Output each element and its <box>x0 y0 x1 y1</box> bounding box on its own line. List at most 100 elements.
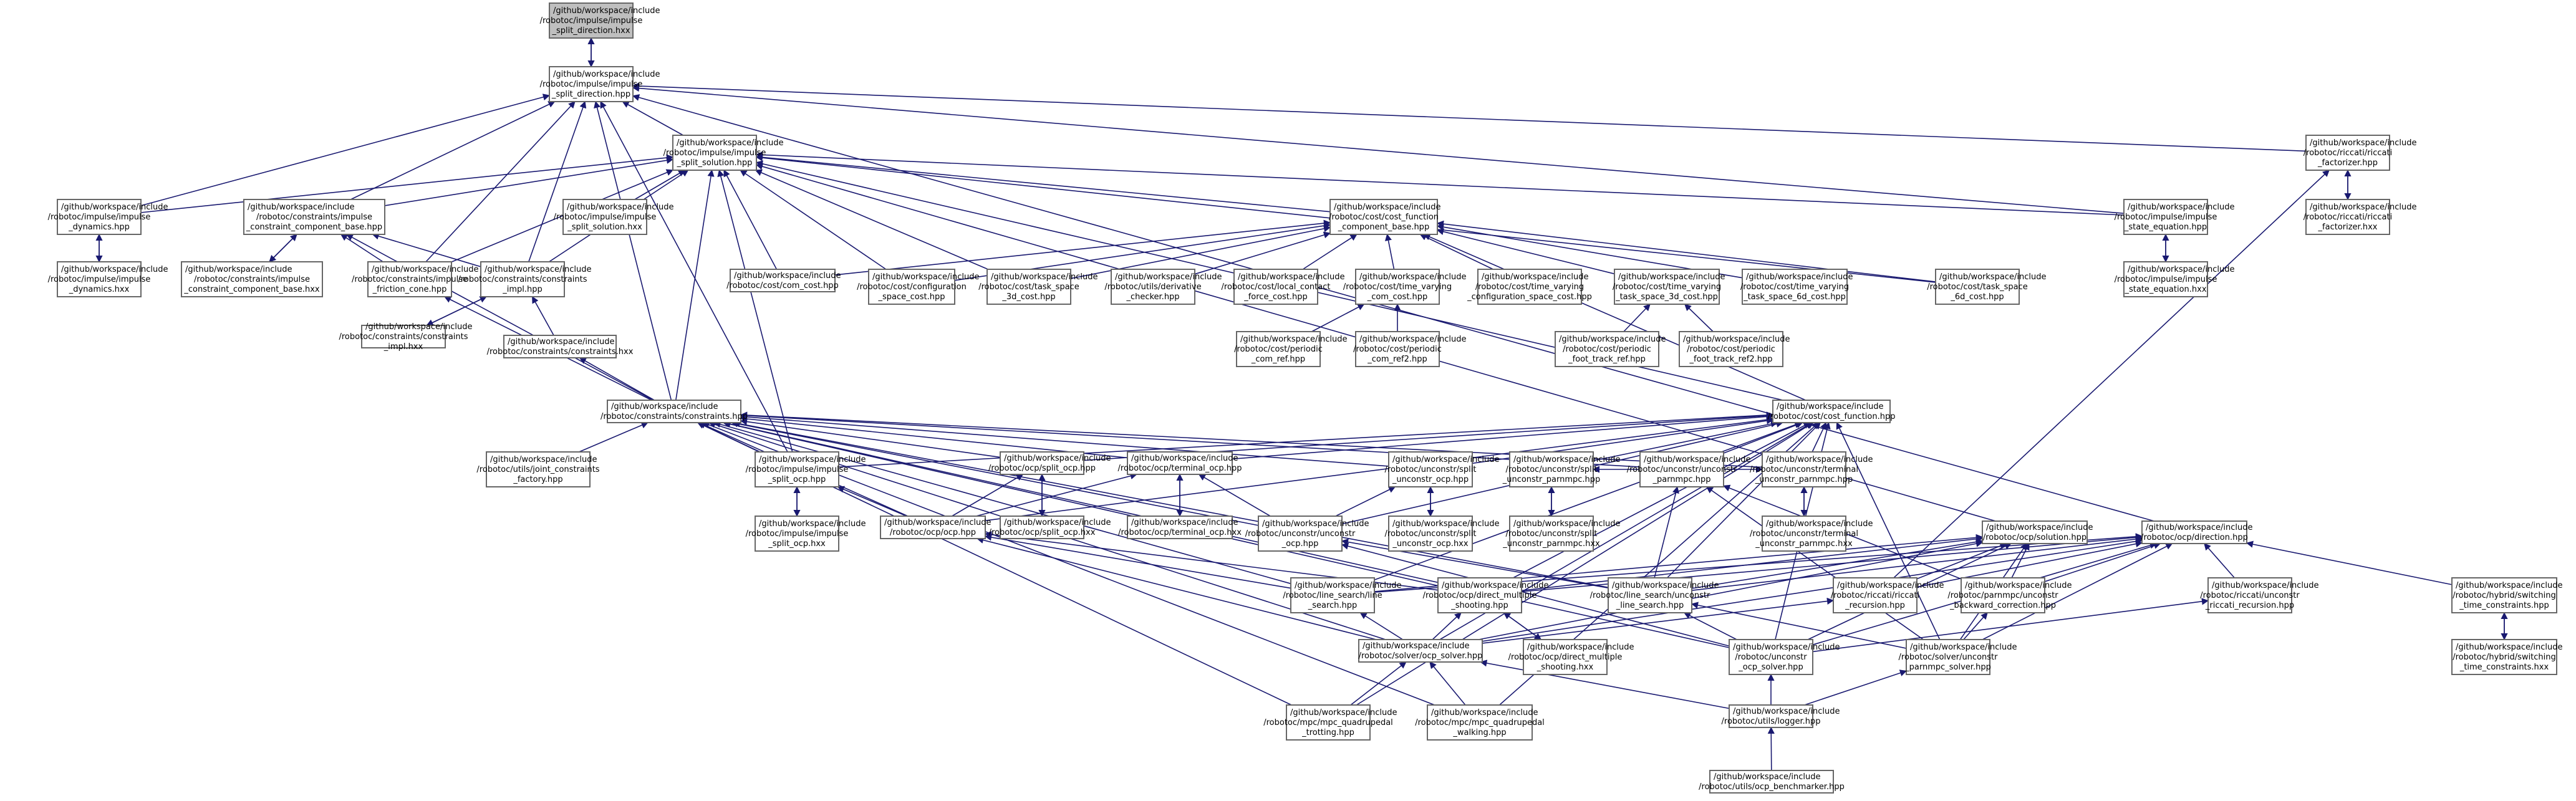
file-node-pftr2[interactable]: /github/workspace/include/robotoc/cost/p… <box>1679 331 1790 367</box>
file-node-com[interactable]: /github/workspace/include/robotoc/cost/c… <box>726 269 841 292</box>
node-box <box>2305 135 2390 171</box>
file-node-idyn[interactable]: /github/workspace/include/robotoc/impuls… <box>48 199 168 235</box>
file-node-socp[interactable]: /github/workspace/include/robotoc/ocp/sp… <box>988 451 1111 475</box>
file-node-ocp[interactable]: /github/workspace/include/robotoc/ocp/oc… <box>880 516 991 539</box>
node-label-line: /robotoc/unconstr/terminal <box>1750 465 1858 474</box>
file-node-urr[interactable]: /github/workspace/include/robotoc/riccat… <box>2200 577 2319 613</box>
edge-rf-to-isd <box>632 82 2307 152</box>
node-box <box>1935 269 2020 305</box>
file-node-tocp[interactable]: /github/workspace/include/robotoc/ocp/te… <box>1118 451 1242 475</box>
file-node-rfx[interactable]: /github/workspace/include/robotoc/riccat… <box>2303 199 2417 235</box>
node-box <box>1329 199 1438 235</box>
file-node-uocps[interactable]: /github/workspace/include/robotoc/uncons… <box>1729 639 1840 675</box>
file-node-isei[interactable]: /github/workspace/include/robotoc/impuls… <box>2115 199 2235 235</box>
file-node-chpp[interactable]: /github/workspace/include/robotoc/constr… <box>601 400 748 423</box>
file-node-isd[interactable]: /github/workspace/include/robotoc/impuls… <box>540 66 660 102</box>
edge-isei-to-iss <box>755 151 2125 216</box>
file-node-usocp[interactable]: /github/workspace/include/robotoc/uncons… <box>1385 451 1500 487</box>
node-label-line: /robotoc/constraints/constraints.hpp <box>601 412 748 421</box>
file-node-uspmx[interactable]: /github/workspace/include/robotoc/uncons… <box>1502 516 1621 552</box>
file-node-sol[interactable]: /github/workspace/include/robotoc/ocp/so… <box>1982 520 2093 544</box>
file-node-upms[interactable]: /github/workspace/include/robotoc/solver… <box>1899 639 2017 675</box>
file-node-deriv[interactable]: /github/workspace/include/robotoc/utils/… <box>1104 269 1222 305</box>
node-label-line: /robotoc/utils/ocp_benchmarker.hpp <box>1699 782 1845 792</box>
file-node-iss[interactable]: /github/workspace/include/robotoc/impuls… <box>663 135 784 171</box>
file-node-cfb[interactable]: /github/workspace/include/robotoc/cost/c… <box>1329 199 1441 235</box>
file-node-cimplx[interactable]: /github/workspace/include/robotoc/constr… <box>339 322 472 352</box>
edge-ulsh-to-cost <box>1667 422 1821 578</box>
file-node-tvts6[interactable]: /github/workspace/include/robotoc/cost/t… <box>1740 269 1853 305</box>
file-node-lcf[interactable]: /github/workspace/include/robotoc/cost/l… <box>1222 269 1345 305</box>
file-node-tocpx[interactable]: /github/workspace/include/robotoc/ocp/te… <box>1118 516 1242 539</box>
file-node-isocp[interactable]: /github/workspace/include/robotoc/impuls… <box>746 451 866 487</box>
file-node-idynx[interactable]: /github/workspace/include/robotoc/impuls… <box>48 261 168 297</box>
node-label-line: /robotoc/cost/periodic <box>1234 345 1323 354</box>
file-node-hst[interactable]: /github/workspace/include/robotoc/hybrid… <box>2451 577 2563 613</box>
file-node-socpx[interactable]: /github/workspace/include/robotoc/ocp/sp… <box>989 516 1111 539</box>
file-node-ts3[interactable]: /github/workspace/include/robotoc/cost/t… <box>978 269 1098 305</box>
edge-upms-to-ulsh <box>1691 602 1907 649</box>
node-label-line: /github/workspace/include <box>1986 523 2093 532</box>
file-node-mpct[interactable]: /github/workspace/include/robotoc/mpc/mp… <box>1263 704 1397 741</box>
file-node-dir[interactable]: /github/workspace/include/robotoc/ocp/di… <box>2141 520 2253 544</box>
file-node-ts6[interactable]: /github/workspace/include/robotoc/cost/t… <box>1927 269 2047 305</box>
node-label-line: /robotoc/impulse/impulse <box>663 148 766 158</box>
node-box <box>1729 639 1813 675</box>
edge-hst-to-dir <box>2246 540 2453 585</box>
file-node-uocp[interactable]: /github/workspace/include/robotoc/uncons… <box>1245 516 1369 552</box>
file-node-tvts3[interactable]: /github/workspace/include/robotoc/cost/t… <box>1613 269 1725 305</box>
file-node-utpmx[interactable]: /github/workspace/include/robotoc/uncons… <box>1750 516 1873 552</box>
node-label-line: _dynamics.hxx <box>69 285 130 294</box>
file-node-icc[interactable]: /github/workspace/include/robotoc/constr… <box>243 199 385 235</box>
file-node-conf[interactable]: /github/workspace/include/robotoc/cost/c… <box>857 269 980 305</box>
file-node-issx[interactable]: /github/workspace/include/robotoc/impuls… <box>554 199 674 235</box>
file-node-pmbc[interactable]: /github/workspace/include/robotoc/parnmp… <box>1947 577 2072 613</box>
file-node-root[interactable]: /github/workspace/include/robotoc/impuls… <box>540 2 660 39</box>
file-node-logger[interactable]: /github/workspace/include/robotoc/utils/… <box>1722 704 1840 728</box>
edge-uocps-to-uocp <box>1341 542 1730 647</box>
node-label-line: /github/workspace/include <box>884 518 991 527</box>
file-node-uspm[interactable]: /github/workspace/include/robotoc/uncons… <box>1502 451 1621 487</box>
file-node-rf[interactable]: /github/workspace/include/robotoc/riccat… <box>2303 135 2417 171</box>
edge-uocps-to-urr <box>1812 598 2209 653</box>
edge-dms-to-chpp <box>722 420 1439 587</box>
node-label-line: /github/workspace/include <box>1392 519 1500 529</box>
file-node-pcr2[interactable]: /github/workspace/include/robotoc/cost/p… <box>1353 331 1467 367</box>
file-node-lsh[interactable]: /github/workspace/include/robotoc/line_s… <box>1283 577 1402 613</box>
file-node-bench[interactable]: /github/workspace/include/robotoc/utils/… <box>1699 770 1845 794</box>
file-node-upm[interactable]: /github/workspace/include/robotoc/uncons… <box>1627 451 1751 487</box>
node-label-line: _split_solution.hpp <box>677 158 753 168</box>
file-node-iccx[interactable]: /github/workspace/include/robotoc/constr… <box>181 261 323 297</box>
file-node-utpm[interactable]: /github/workspace/include/robotoc/uncons… <box>1750 451 1873 487</box>
node-label-line: /robotoc/cost/cost_function.hpp <box>1768 412 1896 421</box>
edge-ulsh-to-dir <box>1691 535 2143 591</box>
file-node-hstx[interactable]: /github/workspace/include/robotoc/hybrid… <box>2451 639 2563 675</box>
file-node-ocps[interactable]: /github/workspace/include/robotoc/solver… <box>1358 639 1483 663</box>
node-label-line: /github/workspace/include <box>759 519 866 529</box>
file-node-isocpx[interactable]: /github/workspace/include/robotoc/impuls… <box>746 516 866 552</box>
file-node-ulsh[interactable]: /github/workspace/include/robotoc/line_s… <box>1590 577 1719 613</box>
node-label-line: /robotoc/utils/joint_constraints <box>476 465 599 474</box>
edge-uspm-to-cost <box>1593 420 1778 461</box>
node-box <box>2451 639 2557 675</box>
node-label-line: _walking.hpp <box>1452 728 1506 737</box>
node-label-line: _state_equation.hpp <box>2124 223 2207 232</box>
file-node-cimpl[interactable]: /github/workspace/include/robotoc/constr… <box>458 261 592 297</box>
file-node-jcf[interactable]: /github/workspace/include/robotoc/utils/… <box>476 451 600 487</box>
file-node-rr[interactable]: /github/workspace/include/robotoc/riccat… <box>1831 577 1944 613</box>
file-node-ifc[interactable]: /github/workspace/include/robotoc/constr… <box>352 261 479 297</box>
node-label-line: /github/workspace/include <box>1618 272 1725 282</box>
file-node-dmsx[interactable]: /github/workspace/include/robotoc/ocp/di… <box>1508 639 1634 675</box>
node-label-line: _unconstr_ocp.hpp <box>1392 475 1469 484</box>
file-node-isex[interactable]: /github/workspace/include/robotoc/impuls… <box>2115 261 2235 297</box>
node-label-line: /github/workspace/include <box>1334 203 1441 212</box>
file-node-chxx[interactable]: /github/workspace/include/robotoc/constr… <box>487 335 634 358</box>
file-node-tvconf[interactable]: /github/workspace/include/robotoc/cost/t… <box>1467 269 1592 305</box>
file-node-pftr[interactable]: /github/workspace/include/robotoc/cost/p… <box>1555 331 1666 367</box>
file-node-usocpx[interactable]: /github/workspace/include/robotoc/uncons… <box>1385 516 1500 552</box>
file-node-cost[interactable]: /github/workspace/include/robotoc/cost/c… <box>1768 400 1896 423</box>
file-node-pcr[interactable]: /github/workspace/include/robotoc/cost/p… <box>1234 331 1348 367</box>
file-node-mpcw[interactable]: /github/workspace/include/robotoc/mpc/mp… <box>1415 704 1545 741</box>
file-node-tvcom[interactable]: /github/workspace/include/robotoc/cost/t… <box>1343 269 1467 305</box>
file-node-dms[interactable]: /github/workspace/include/robotoc/ocp/di… <box>1423 577 1549 613</box>
